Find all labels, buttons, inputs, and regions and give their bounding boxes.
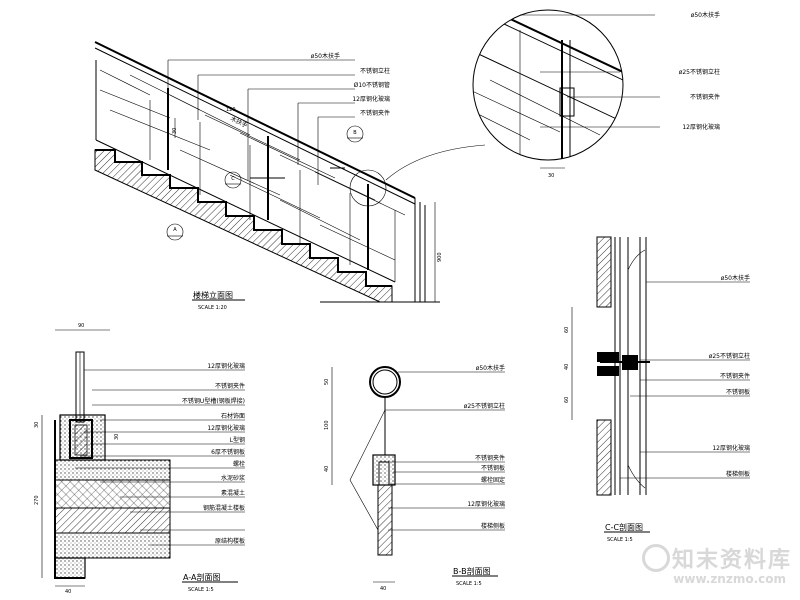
cc-label: ø50木扶手 (721, 274, 750, 282)
bb-title: B-B剖面图 (453, 566, 491, 576)
cc-label: 不锈钢夹件 (720, 372, 750, 380)
cc-label: 不锈钢板 (726, 388, 750, 396)
elevation-label: 木扶手 (229, 115, 249, 130)
dim-label: 40 (564, 364, 570, 370)
dim-label: 900 (437, 252, 443, 262)
watermark-url: www.znzmo.com (673, 572, 786, 586)
bb-label: 不锈钢夹件 (475, 454, 505, 462)
dim-label: 120 (226, 107, 236, 113)
aa-label: 钢筋混凝土楼板 (203, 504, 245, 512)
dim-label: 60 (564, 327, 570, 333)
aa-label: 不锈钢U型槽(钢板焊接) (182, 397, 245, 405)
elevation-label: Ø10不锈钢管 (354, 81, 390, 89)
bb-label: 12厚钢化玻璃 (467, 500, 505, 508)
bb-label: 楼梯侧板 (481, 522, 505, 530)
aa-scale: SCALE 1:5 (188, 587, 214, 593)
dim-label: 50 (324, 379, 330, 385)
watermark-logo-icon (642, 544, 670, 572)
aa-label: 12厚钢化玻璃 (207, 362, 245, 370)
aa-label: 螺栓 (233, 460, 245, 468)
detail-label: ø50木扶手 (691, 11, 720, 19)
dim-label: 100 (324, 420, 330, 430)
dim-label: 30 (548, 173, 554, 179)
aa-label: 6厚不锈钢板 (211, 448, 245, 456)
cc-title: C-C剖面图 (605, 522, 643, 532)
marker-label: C (231, 176, 235, 182)
detail-label: ø25不锈钢立柱 (679, 68, 720, 76)
dim-label: 60 (564, 397, 570, 403)
elevation-label: 不锈钢夹件 (360, 109, 390, 117)
bb-label: ø50木扶手 (476, 364, 505, 372)
section-aa: 90 30 270 40 30 (34, 323, 245, 595)
dim-label: 40 (324, 466, 330, 472)
bb-label: 不锈钢板 (481, 464, 505, 472)
aa-title: A-A剖面图 (183, 572, 220, 582)
watermark-name: 知末资料库 (671, 548, 792, 573)
elevation-label: 12厚钢化玻璃 (352, 95, 390, 103)
section-marker-a: A (166, 223, 184, 241)
aa-label: 石材饰面 (221, 412, 245, 420)
section-cc: 60 40 60 ø50木扶手 ø25不锈钢立柱 不锈钢夹件 不锈钢板 12厚钢… (564, 236, 750, 543)
dim-label: 30 (114, 434, 120, 440)
dim-label: 90 (78, 323, 84, 329)
detail-label: 不锈钢夹件 (690, 93, 720, 101)
elevation-scale: SCALE 1:20 (198, 305, 227, 311)
elevation-labels: ø50木扶手 不锈钢立柱 Ø10不锈钢管 12厚钢化玻璃 不锈钢夹件 木扶手 3… (172, 52, 443, 262)
stair-elevation (94, 41, 486, 303)
section-marker-c: C (224, 171, 242, 189)
aa-label: 12厚钢化玻璃 (207, 424, 245, 432)
watermark: 知末资料库 www.znzmo.com (642, 542, 792, 594)
cc-label: ø25不锈钢立柱 (709, 352, 750, 360)
aa-label: 水泥砂浆 (221, 474, 245, 482)
bb-label: ø25不锈钢立柱 (464, 402, 505, 410)
marker-label: B (353, 130, 357, 136)
cc-scale: SCALE 1:5 (607, 537, 633, 543)
detail-label: 12厚钢化玻璃 (682, 123, 720, 131)
detail-circle: ø50木扶手 ø25不锈钢立柱 不锈钢夹件 12厚钢化玻璃 30 (472, 9, 720, 179)
bb-label: 螺栓固定 (481, 476, 505, 484)
elevation-label: ø50木扶手 (311, 52, 340, 60)
section-marker-b: B (346, 125, 364, 143)
aa-label: 不锈钢夹件 (215, 382, 245, 390)
section-bb: 50 100 40 40 ø50木扶手 ø25不锈钢立柱 不锈钢夹件 不锈钢板 … (324, 364, 505, 592)
dim-label: 270 (34, 495, 40, 505)
dim-label: 30 (34, 422, 40, 428)
cc-label: 楼梯侧板 (726, 470, 750, 478)
elevation-label: 不锈钢立柱 (360, 67, 390, 75)
bb-scale: SCALE 1:5 (456, 581, 482, 587)
aa-label: 原结构楼板 (215, 537, 245, 545)
marker-label: A (173, 227, 177, 233)
dim-label: 40 (65, 589, 71, 595)
aa-label: L型钢 (230, 436, 245, 444)
elevation-title: 楼梯立面图 (193, 290, 233, 300)
aa-label: 素混凝土 (221, 489, 245, 497)
dim-label: 40 (380, 586, 386, 592)
cc-label: 12厚钢化玻璃 (712, 444, 750, 452)
dim-label: 30 (172, 128, 178, 134)
